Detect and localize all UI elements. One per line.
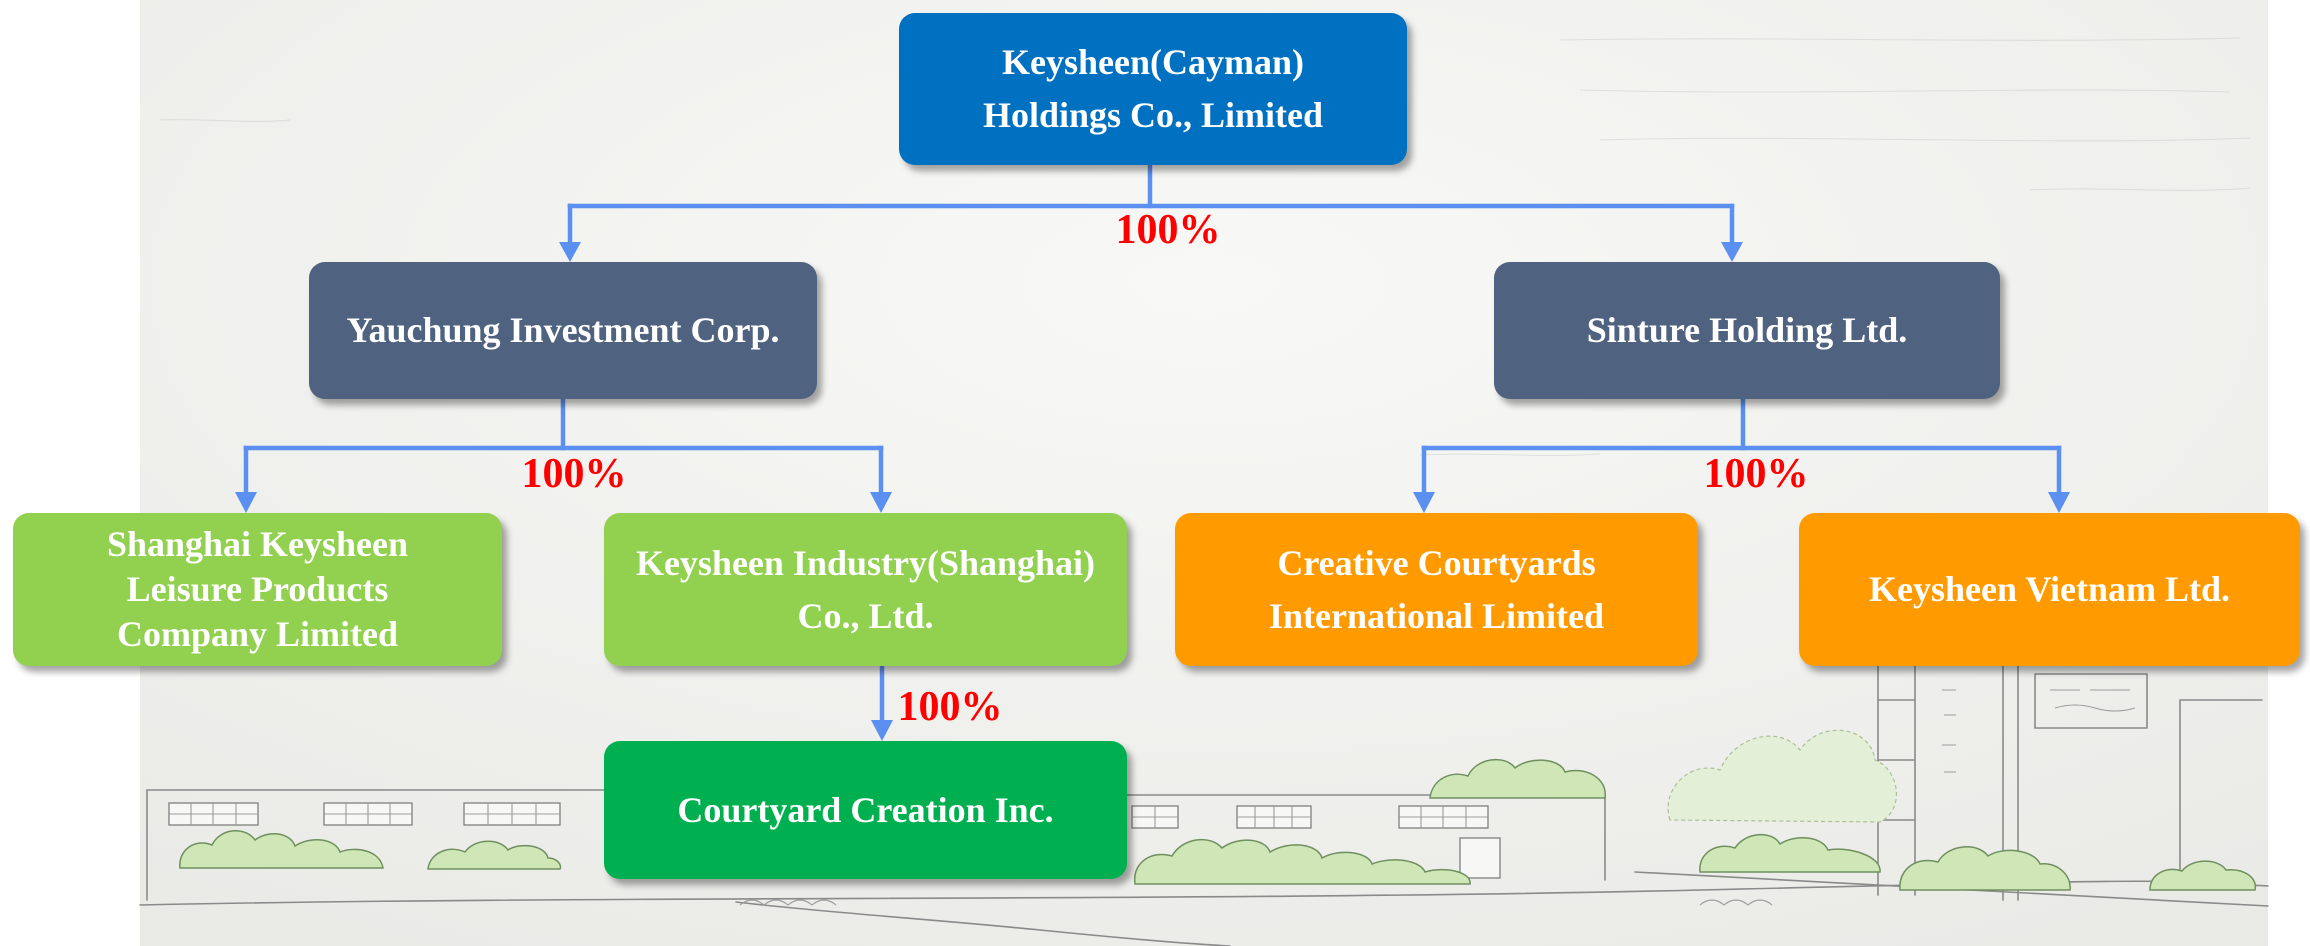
arrowhead-to-keysheen-vietnam	[2048, 492, 2070, 513]
sketch-tree	[1699, 834, 1881, 873]
sketch-tree	[1429, 758, 1606, 799]
sketch-tree	[427, 840, 562, 870]
sketch-window-group	[323, 802, 413, 826]
sketch-window-grid	[1399, 806, 1488, 828]
node-label-line: Shanghai Keysheen	[106, 524, 409, 564]
node-label-line: Keysheen Industry(Shanghai)	[635, 542, 1096, 583]
sketch-tree	[179, 830, 384, 869]
node-label-line: Keysheen(Cayman)	[1002, 42, 1304, 82]
sketch-squiggle	[1699, 899, 1773, 906]
sketch-tree-light	[1667, 729, 1897, 823]
node-creative-courtyards: Creative Courtyards International Limite…	[1175, 513, 1698, 666]
paper-texture-line	[2029, 187, 2251, 191]
arrowhead-to-creative-courtyards	[1413, 492, 1435, 513]
node-sinture-holding: Sinture Holding Ltd.	[1494, 262, 2000, 399]
arrowhead-to-keysheen-industry	[870, 492, 892, 513]
sketch-window-group	[1236, 805, 1312, 829]
sketch-sign-scribble	[2050, 689, 2136, 712]
arrowhead-to-sinture	[1721, 242, 1743, 262]
arrowhead-to-courtyard-creation	[871, 720, 893, 741]
ownership-label-root: 100%	[1115, 207, 1221, 253]
node-keysheen-vietnam: Keysheen Vietnam Ltd.	[1799, 513, 2300, 666]
sketch-window-grid	[1132, 806, 1178, 828]
node-label-line: Sinture Holding Ltd.	[1586, 310, 1908, 350]
sketch-door	[1459, 837, 1501, 879]
paper-texture-line	[1579, 89, 2231, 93]
sketch-sign	[2034, 673, 2148, 729]
sketch-building-wall	[146, 789, 1606, 901]
sketch-window-group	[168, 802, 259, 826]
sketch-window-grid	[1237, 806, 1311, 828]
sketch-tower-marks	[1942, 689, 1956, 773]
paper-texture-line	[1419, 453, 1601, 456]
connectors-root	[567, 162, 1735, 247]
node-label-line: Keysheen Vietnam Ltd.	[1868, 569, 2230, 609]
node-keysheen-industry-shanghai: Keysheen Industry(Shanghai) Co., Ltd.	[604, 513, 1127, 666]
node-label-line: Co., Ltd.	[797, 595, 934, 636]
node-label-line: International Limited	[1268, 595, 1604, 636]
sketch-right-building	[2179, 699, 2263, 886]
sketch-tree	[2149, 860, 2257, 891]
arrowhead-to-shanghai-leisure	[235, 492, 257, 513]
node-label-line: Company Limited	[116, 614, 399, 654]
node-courtyard-creation: Courtyard Creation Inc.	[604, 741, 1127, 879]
connectors-sinture	[1421, 396, 2062, 497]
sketch-window-grid	[324, 803, 412, 825]
ownership-label-keysheen-industry: 100%	[897, 684, 1003, 730]
node-label-line: Courtyard Creation Inc.	[677, 789, 1054, 830]
node-yauchung-investment: Yauchung Investment Corp.	[309, 262, 817, 399]
sketch-tree	[1899, 846, 2071, 891]
sketch-window-group	[1131, 805, 1179, 829]
node-shanghai-keysheen-leisure: Shanghai Keysheen Leisure Products Compa…	[13, 513, 502, 666]
ownership-label-yauchung: 100%	[521, 451, 627, 497]
connectors-yauchung	[243, 396, 884, 497]
node-keysheen-cayman-holdings: Keysheen(Cayman) Holdings Co., Limited	[899, 13, 1407, 165]
paper-texture-line	[159, 119, 291, 122]
sketch-squiggle	[739, 899, 837, 906]
node-label-line: Yauchung Investment Corp.	[346, 310, 780, 350]
paper-texture-line	[1599, 137, 2251, 142]
sketch-tree	[1134, 838, 1471, 885]
sketch-window-group	[1398, 805, 1489, 829]
node-label-line: Holdings Co., Limited	[982, 95, 1324, 135]
sketch-window-grid	[464, 803, 560, 825]
node-label-line: Creative Courtyards	[1277, 542, 1596, 583]
arrowhead-to-yauchung	[559, 242, 581, 262]
ownership-label-sinture: 100%	[1703, 451, 1809, 497]
sketch-window-grid	[169, 803, 258, 825]
node-label-line: Leisure Products	[126, 569, 389, 609]
paper-texture-line	[1559, 37, 2241, 41]
sketch-path-curve	[735, 901, 1231, 946]
sketch-window-group	[463, 802, 561, 826]
